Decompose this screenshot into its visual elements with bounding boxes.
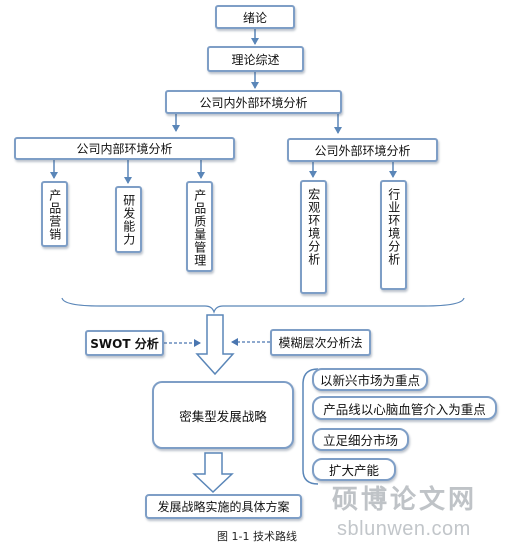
node-industry: 行业环境分析 [380, 180, 407, 290]
node-rnd: 研发能力 [115, 186, 142, 253]
node-strategy-label: 密集型发展战略 [179, 408, 267, 424]
node-quality: 产品质量管理 [186, 181, 213, 272]
hollow-arrow-to-strategy [195, 314, 235, 376]
summary-brace [61, 297, 465, 314]
node-fuzzy-label: 模糊层次分析法 [278, 336, 363, 350]
node-review: 理论综述 [207, 46, 304, 72]
options-bracket [302, 368, 319, 485]
node-external-label: 公司外部环境分析 [314, 143, 411, 158]
watermark-logo-text: 硕博论文网 [332, 485, 478, 515]
node-marketing-label: 产品营销 [47, 189, 62, 241]
node-rnd-label: 研发能力 [121, 194, 136, 246]
node-opt4: 扩大产能 [312, 458, 396, 481]
node-opt3-label: 立足细分市场 [322, 433, 398, 448]
node-external: 公司外部环境分析 [287, 138, 438, 162]
node-intro-label: 绪论 [242, 10, 267, 25]
node-plan: 发展战略实施的具体方案 [145, 494, 302, 519]
node-env: 公司内外部环境分析 [165, 90, 342, 114]
node-review-label: 理论综述 [231, 52, 280, 67]
node-env-label: 公司内外部环境分析 [199, 95, 308, 110]
node-strategy: 密集型发展战略 [152, 381, 294, 449]
node-opt3: 立足细分市场 [312, 428, 409, 451]
node-fuzzy: 模糊层次分析法 [270, 329, 371, 356]
node-opt1-label: 以新兴市场为重点 [319, 373, 420, 388]
figure-caption: 图 1-1 技术路线 [217, 530, 297, 543]
node-plan-label: 发展战略实施的具体方案 [157, 500, 290, 514]
node-opt4-label: 扩大产能 [328, 463, 379, 478]
node-swot: SWOT 分析 [85, 330, 164, 356]
node-marketing: 产品营销 [41, 181, 68, 247]
node-macro: 宏观环境分析 [300, 180, 327, 294]
hollow-arrow-to-plan [192, 452, 234, 494]
node-opt2: 产品线以心脑血管介入为重点 [312, 396, 497, 420]
watermark-url: sblunwen.com [337, 518, 471, 540]
node-swot-label: SWOT 分析 [90, 336, 159, 351]
node-macro-label: 宏观环境分析 [306, 188, 321, 266]
node-internal-label: 公司内部环境分析 [76, 142, 173, 156]
node-quality-label: 产品质量管理 [192, 189, 207, 267]
node-intro: 绪论 [215, 5, 295, 29]
node-opt1: 以新兴市场为重点 [312, 368, 428, 391]
node-opt2-label: 产品线以心脑血管介入为重点 [323, 401, 486, 417]
node-internal: 公司内部环境分析 [14, 137, 235, 160]
node-industry-label: 行业环境分析 [386, 188, 401, 266]
